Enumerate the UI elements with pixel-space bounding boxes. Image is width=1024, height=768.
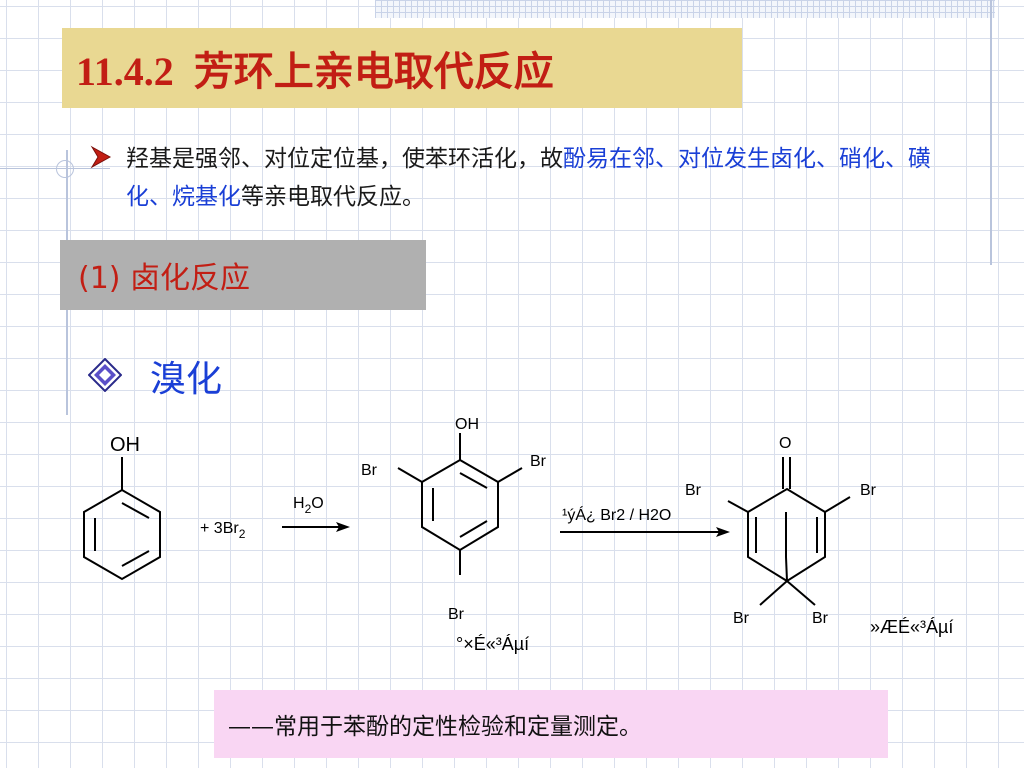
ketone-br-bottom-right: Br — [812, 610, 829, 627]
ketone-o-label: O — [779, 435, 791, 452]
decor-hline — [0, 168, 110, 169]
tbp-br-bottom: Br — [448, 606, 465, 623]
condition-excess-bromine: ¹ýÁ¿ Br2 / H2O — [562, 505, 671, 524]
tbp-br-right: Br — [530, 453, 547, 470]
slide-title: 11.4.2 芳环上亲电取代反应 — [76, 49, 554, 94]
bromination-subheading: 溴化 — [150, 359, 223, 400]
reaction-scheme: OH + 3Br2 H2O OH Br Br Br °×É«³Áµí ¹ýÁ¿ … — [83, 416, 953, 654]
decor-circle — [56, 160, 74, 178]
phenol-structure — [83, 457, 161, 581]
section-heading: (1) 卤化反应 — [78, 261, 251, 296]
tribromophenol-structure — [397, 433, 523, 575]
ketone-br-bottom-left: Br — [733, 610, 750, 627]
diamond-bullet-icon — [88, 358, 122, 392]
reaction-arrow-2 — [560, 527, 730, 537]
intro-text-highlight: 酚易在邻、对位发生卤化、硝化、磺化、烷基化 — [126, 146, 931, 210]
note-text: ——常用于苯酚的定性检验和定量测定。 — [228, 714, 642, 740]
tetrabromo-ketone-structure — [727, 457, 851, 606]
intro-text-3: 等亲电取代反应。 — [241, 184, 425, 210]
tbp-oh-label: OH — [455, 416, 479, 433]
note-box: ——常用于苯酚的定性检验和定量测定。 — [214, 690, 888, 758]
intro-text-1: 羟基是强邻、对位定位基，使苯环活化，故 — [126, 146, 563, 172]
reaction-arrow-1 — [282, 522, 350, 532]
tbp-precipitate-label: °×É«³Áµí — [456, 634, 529, 654]
phenol-oh-label: OH — [110, 434, 140, 456]
reagent-label: + 3Br2 — [200, 520, 246, 541]
top-grid-band — [375, 0, 995, 18]
slide-title-box: 11.4.2 芳环上亲电取代反应 — [62, 28, 742, 108]
ketone-br-left: Br — [685, 482, 702, 499]
decor-line-right — [990, 0, 992, 265]
condition-water: H2O — [293, 495, 324, 516]
arrow-bullet-icon — [90, 145, 112, 169]
ketone-precipitate-label: »ÆÉ«³Áµí — [870, 617, 953, 637]
section-heading-box: (1) 卤化反应 — [60, 240, 426, 310]
ketone-br-right: Br — [860, 482, 877, 499]
tbp-br-left: Br — [361, 462, 378, 479]
intro-paragraph: 羟基是强邻、对位定位基，使苯环活化，故酚易在邻、对位发生卤化、硝化、磺化、烷基化… — [126, 140, 966, 216]
